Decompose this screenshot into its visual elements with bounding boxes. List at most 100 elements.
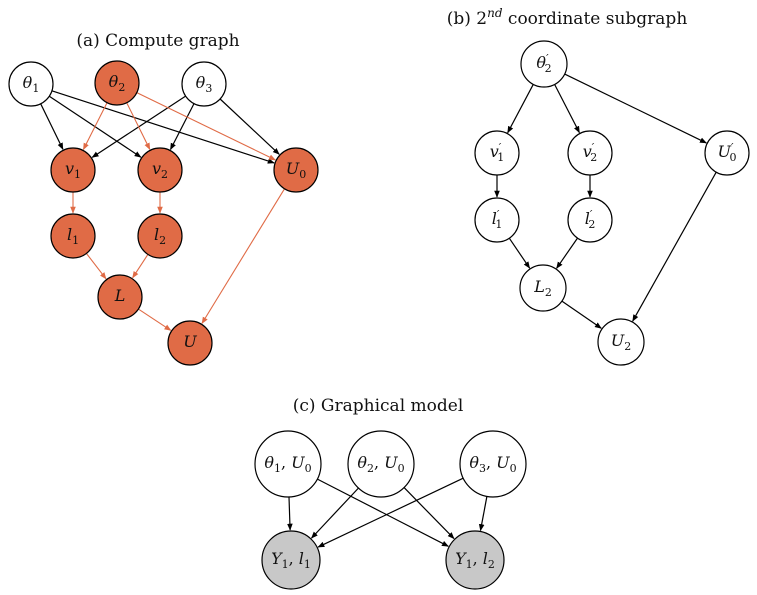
node-circle	[519, 264, 567, 312]
edge-theta3-to-v2	[169, 103, 195, 151]
node-label: θ′2	[536, 52, 551, 75]
node-v1: v1	[50, 147, 96, 193]
panel-c-title: (c) Graphical model	[293, 396, 464, 416]
node-circle	[137, 213, 183, 259]
label-part: 3	[205, 82, 212, 95]
label-part: ,	[374, 453, 384, 472]
label-part: l	[585, 209, 590, 228]
node-label: θ1	[23, 73, 40, 95]
edge-g3-to-y1	[317, 477, 464, 548]
node-l2p: l′2	[567, 197, 613, 243]
label-part: U	[718, 142, 732, 161]
label-part: 2	[545, 62, 552, 75]
node-l1p: l′1	[474, 197, 520, 243]
node-circle	[474, 197, 520, 243]
label-part: θ	[357, 453, 367, 472]
panel-c-edges	[287, 477, 488, 548]
label-part: 1	[497, 151, 504, 164]
edge-theta2p-to-v2p	[554, 84, 580, 134]
edge-g1-to-y2	[317, 478, 449, 547]
node-label: Y1, l1	[271, 549, 311, 571]
node-circle	[459, 430, 527, 498]
node-g2: θ2, U0	[347, 430, 415, 498]
edge-g2-to-y1	[311, 487, 359, 539]
edge-L-to-U	[138, 308, 172, 331]
node-v2p: v′2	[567, 130, 613, 176]
node-label: U	[183, 332, 197, 351]
node-circle	[8, 61, 54, 107]
edge-L2-to-U2	[561, 300, 602, 329]
edge-theta1-to-U0	[51, 90, 275, 164]
label-part: U	[496, 453, 510, 472]
label-part: l	[154, 225, 159, 244]
node-L: L	[97, 274, 143, 320]
node-label: θ2	[109, 72, 126, 94]
label-part: L	[533, 277, 545, 296]
label-part: 2	[367, 462, 374, 475]
node-circle	[597, 318, 645, 366]
edge-U0p-to-U2	[632, 171, 717, 322]
label-part: ′	[497, 208, 500, 221]
label-part: θ	[469, 453, 479, 472]
edge-l2-to-L	[132, 254, 149, 279]
node-circle	[567, 197, 613, 243]
panel-a-title: (a) Compute graph	[76, 31, 239, 51]
label-part: 2	[588, 218, 595, 231]
node-circle	[474, 130, 520, 176]
label-part: l	[492, 209, 497, 228]
edge-theta2p-to-U0p	[564, 73, 707, 144]
node-label: v1	[65, 159, 81, 181]
edge-l1-to-L	[85, 253, 107, 280]
label-part: ′	[590, 208, 593, 221]
node-label: U2	[611, 331, 631, 353]
node-label: U′0	[718, 141, 737, 164]
edge-theta2-to-U0	[136, 92, 276, 161]
node-label: θ1, U0	[264, 453, 311, 475]
label-part: θ	[196, 73, 206, 92]
label-part: v	[490, 142, 499, 161]
label-part: 0	[299, 168, 306, 181]
node-l1: l1	[50, 213, 96, 259]
panel-a-edges	[40, 90, 285, 331]
edge-theta2-to-v1	[82, 102, 108, 151]
label-part: ′	[499, 141, 502, 154]
node-circle	[97, 274, 143, 320]
node-L2: L2	[519, 264, 567, 312]
node-label: Y1, l2	[455, 549, 495, 571]
label-part: θ	[23, 73, 33, 92]
node-l2: l2	[137, 213, 183, 259]
edge-g3-to-y2	[478, 496, 488, 532]
label-part: 1	[72, 234, 79, 247]
label-part: 2	[590, 151, 597, 164]
label-part: ′	[592, 141, 595, 154]
label-part: 0	[510, 462, 517, 475]
label-part: 2	[159, 234, 166, 247]
node-circle	[704, 130, 750, 176]
node-U0p: U′0	[704, 130, 750, 176]
node-theta1: θ1	[8, 61, 54, 107]
node-label: θ2, U0	[357, 453, 404, 475]
label-part: θ	[536, 53, 546, 72]
label-part: U	[611, 331, 625, 350]
label-part: 1	[304, 558, 311, 571]
label-part: ′	[546, 52, 549, 65]
node-v2: v2	[137, 147, 183, 193]
label-part: 1	[274, 462, 281, 475]
edge-theta2p-to-v1p	[507, 84, 534, 134]
node-label: l2	[154, 225, 166, 247]
node-circle	[50, 147, 96, 193]
label-part: ′	[731, 141, 734, 154]
label-part: ,	[281, 453, 291, 472]
node-circle	[181, 61, 227, 107]
label-part: ,	[486, 453, 496, 472]
node-U2: U2	[597, 318, 645, 366]
node-label: θ3, U0	[469, 453, 516, 475]
node-label: l′2	[585, 208, 596, 231]
node-circle	[137, 147, 183, 193]
node-circle	[567, 130, 613, 176]
edge-g1-to-y1	[287, 496, 293, 531]
label-part: 3	[479, 462, 486, 475]
